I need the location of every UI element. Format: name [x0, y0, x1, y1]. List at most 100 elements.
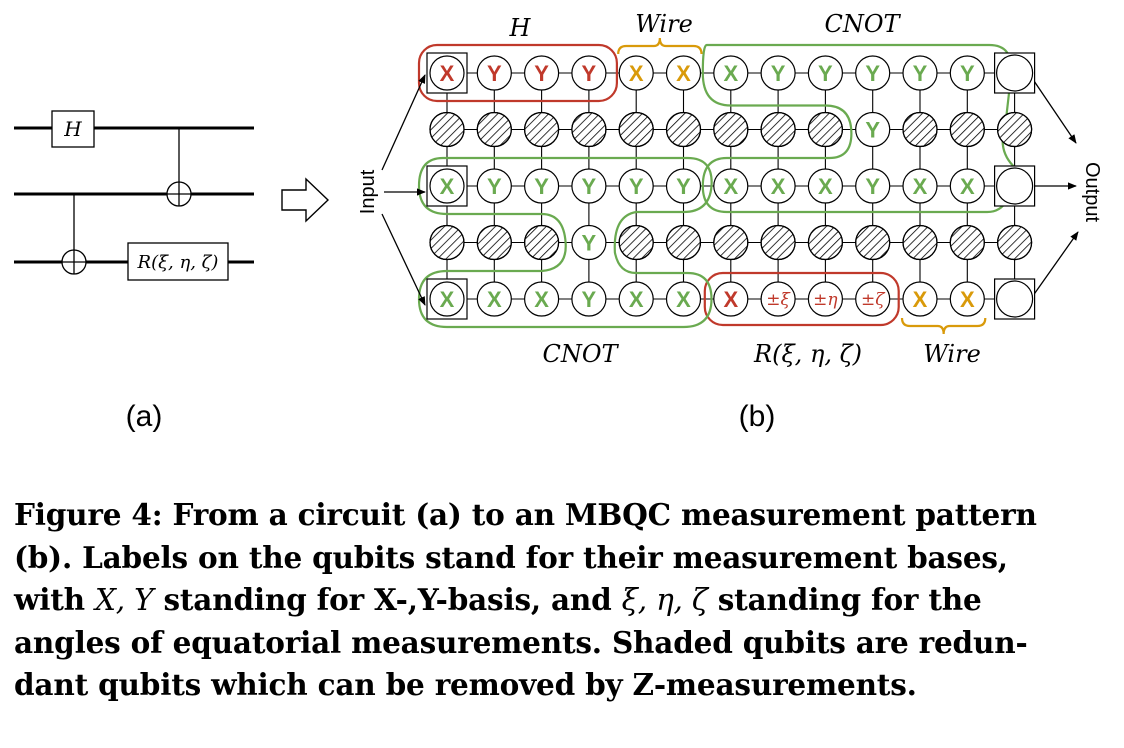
qubit-basis-label: X — [534, 287, 549, 312]
qubit-basis-label: X — [818, 174, 833, 199]
qubit-basis-label: X — [723, 287, 738, 312]
qubit: Y — [855, 168, 891, 204]
qubit-node — [855, 168, 891, 204]
panel-b-label: (b) — [739, 400, 776, 433]
group-cnot-bottom-label: CNOT — [542, 340, 619, 368]
gate-group-outline — [417, 43, 618, 103]
qubit-basis-label: ±ξ — [766, 290, 791, 310]
qubit-node — [855, 55, 891, 91]
qubit-basis-label: Y — [582, 287, 597, 312]
qubit-basis-label: X — [440, 174, 455, 199]
qubit — [476, 224, 512, 261]
qubit-basis-label: X — [723, 174, 738, 199]
qubit-basis-label: Y — [534, 174, 549, 199]
qubit: Y — [855, 55, 891, 91]
qubit-basis-label: Y — [865, 61, 880, 86]
qubit — [618, 111, 654, 148]
qubit — [665, 111, 702, 148]
qubit: Y — [523, 168, 560, 204]
qubit-basis-label: X — [913, 287, 928, 312]
qubit: X — [426, 278, 468, 320]
qubit-basis-label: Y — [818, 61, 833, 86]
hatch-fill — [713, 111, 749, 148]
qubit-node — [523, 55, 560, 91]
qubit: Y — [476, 55, 512, 91]
panel-a-circuit: H R(ξ, η, ζ) (a) — [14, 110, 254, 433]
hatch-fill — [996, 111, 1033, 148]
qubit — [807, 224, 844, 261]
qubit: X — [713, 281, 749, 317]
hatch-fill — [996, 224, 1033, 261]
qubit-basis-label: ±η — [813, 290, 838, 310]
caption-line: (b). Labels on the qubits stand for thei… — [14, 539, 1008, 575]
qubit: X — [949, 168, 985, 204]
qubit — [760, 111, 796, 148]
qubit-node — [476, 55, 512, 91]
gate-groups — [417, 37, 1015, 335]
qubit-basis-label: X — [440, 287, 455, 312]
qubit-node — [949, 168, 985, 204]
qubit-basis-label: X — [960, 287, 975, 312]
qubit-basis-label: X — [629, 287, 644, 312]
qubit-node — [949, 281, 985, 317]
qubit-basis-label: Y — [771, 61, 786, 86]
qubit: Y — [760, 55, 796, 91]
qubit — [523, 111, 560, 148]
qubit: Y — [665, 168, 702, 204]
qubit-node — [902, 168, 938, 204]
qubit: Y — [571, 168, 607, 204]
qubit-node — [618, 168, 654, 204]
qubit — [902, 111, 938, 148]
io-arrow — [381, 74, 426, 171]
qubit-basis-label: Y — [582, 61, 597, 86]
qubit: X — [760, 168, 796, 204]
qubit-node — [902, 55, 938, 91]
qubit-node — [571, 281, 607, 317]
qubit: Y — [807, 55, 844, 91]
qubit-node — [713, 168, 749, 204]
h-gate-label: H — [63, 117, 82, 141]
qubit: X — [902, 168, 938, 204]
input-label: Input — [357, 169, 379, 214]
hatch-fill — [523, 224, 560, 261]
hatch-fill — [665, 111, 702, 148]
qubit-node — [665, 281, 702, 317]
qubit: Y — [571, 55, 607, 91]
qubit-node — [902, 281, 938, 317]
io-arrow — [1029, 231, 1079, 301]
qubit-basis-label: X — [913, 174, 928, 199]
qubit: X — [665, 55, 702, 91]
cnot-bottom-outline — [417, 156, 713, 329]
qubit-node — [665, 168, 702, 204]
qubit: Y — [476, 168, 512, 204]
qubit — [807, 111, 844, 148]
cnot-gate-top — [166, 128, 192, 207]
hatch-fill — [476, 111, 512, 148]
qubit-basis-label: Y — [582, 231, 597, 256]
qubit-basis-label: X — [487, 287, 502, 312]
hatch-fill — [807, 224, 844, 261]
group-wire-bottom-label: Wire — [923, 340, 981, 368]
qubit-basis-label: Y — [487, 61, 502, 86]
qubit: X — [476, 281, 512, 317]
qubit-node — [618, 281, 654, 317]
group-cnot-top-label: CNOT — [824, 10, 901, 38]
qubit-basis-label: X — [960, 174, 975, 199]
qubit — [993, 52, 1036, 94]
qubit: X — [426, 52, 468, 94]
qubit: Y — [855, 111, 891, 148]
qubit-node — [855, 111, 891, 148]
qubit-basis-label: X — [676, 61, 691, 86]
qubit-node — [476, 168, 512, 204]
qubit-basis-label: Y — [960, 61, 975, 86]
caption-math: ξ, η, ζ — [621, 583, 708, 617]
qubit-node — [807, 168, 844, 204]
qubit: X — [618, 55, 654, 91]
qubit-basis-label: Y — [629, 174, 644, 199]
hatch-fill — [429, 224, 465, 261]
hatch-fill — [949, 111, 985, 148]
qubit-node — [995, 54, 1034, 92]
wire-brace — [617, 37, 703, 55]
qubit-node — [995, 167, 1034, 205]
